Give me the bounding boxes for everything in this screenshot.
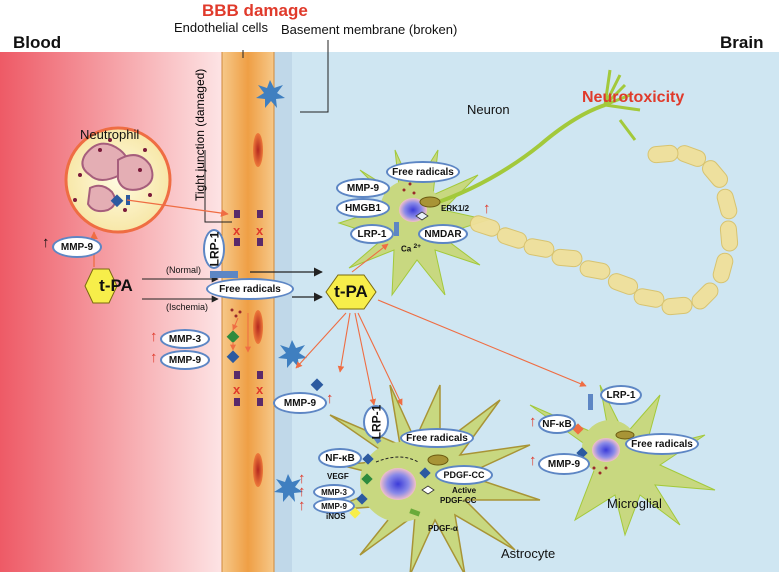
- tpa-hexagon-blood: [84, 268, 118, 304]
- normal-label: (Normal): [166, 265, 201, 275]
- tight-junction-bottom: x x: [233, 371, 264, 406]
- up-arrow-icon: ↑: [150, 349, 158, 366]
- mmp9-astrocyte-oval: MMP-9: [313, 498, 355, 514]
- neutrophil-label: Neutrophil: [80, 127, 140, 142]
- mmp9-blood-oval: MMP-9: [160, 350, 210, 370]
- up-arrow-icon: ↑: [529, 452, 537, 469]
- mmp9-neutrophil-oval: MMP-9: [52, 236, 102, 258]
- endothelial-layer: [222, 52, 274, 572]
- up-arrow-icon: ↑: [326, 390, 334, 407]
- svg-text:x: x: [256, 382, 264, 397]
- free-radicals-astrocyte-oval: Free radicals: [400, 428, 474, 448]
- astrocyte-cell: [329, 384, 541, 572]
- free-radicals-microglia-oval: Free radicals: [625, 433, 699, 455]
- inos-label: iNOS: [326, 512, 346, 521]
- ischemia-label: (Ischemia): [166, 302, 209, 312]
- axon-myelin: [469, 144, 739, 316]
- up-arrow-icon: ↑: [298, 470, 306, 487]
- microglia-cell: [529, 384, 716, 537]
- lrp1-astrocyte-oval: LRP-1: [363, 405, 389, 439]
- endothelial-cells-label: Endothelial cells: [174, 20, 268, 35]
- calcium-text: Ca: [401, 244, 412, 254]
- endothelial-nucleus: [253, 133, 263, 167]
- nfkb-microglia-oval: NF-κB: [538, 414, 576, 434]
- svg-text:x: x: [233, 223, 241, 238]
- calcium-superscript: 2+: [413, 243, 422, 250]
- up-arrow-icon: ↑: [483, 200, 491, 217]
- astrocyte-label: Astrocyte: [501, 546, 556, 561]
- nmdar-neuron-oval: NMDAR: [418, 224, 468, 244]
- endothelial-nucleus: [253, 310, 263, 344]
- membrane-break-star: [278, 340, 307, 368]
- mmp9-neuron-oval: MMP-9: [336, 178, 390, 198]
- active-pdgfcc-label: PDGF-CC: [440, 496, 477, 505]
- neutrophil-cell: [64, 126, 172, 234]
- microglial-label: Microglial: [607, 496, 662, 511]
- up-arrow-icon: ↑: [529, 413, 537, 430]
- lrp1-blood-oval: LRP-1: [203, 229, 225, 269]
- tight-junction-top: x x: [233, 210, 264, 246]
- lrp1-microglia-oval: LRP-1: [600, 385, 642, 405]
- up-arrow-icon: ↑: [298, 483, 306, 500]
- tight-junction-label: Tight junction (damaged): [193, 68, 207, 201]
- membrane-break-star: [274, 474, 303, 502]
- active-label: Active: [452, 486, 477, 495]
- mmp9-brain-oval: MMP-9: [273, 392, 327, 414]
- nfkb-astrocyte-oval: NF-κB: [318, 448, 362, 468]
- free-radicals-neuron-oval: Free radicals: [386, 161, 460, 183]
- hmgb1-neuron-oval: HMGB1: [336, 198, 390, 218]
- basement-membrane-label: Basement membrane (broken): [281, 22, 458, 37]
- tpa-blood-label: t-PA: [99, 276, 133, 295]
- pdgfa-label: PDGF-α: [428, 524, 458, 533]
- brain-heading: Brain: [720, 33, 764, 52]
- up-arrow-icon: ↑: [150, 328, 158, 345]
- neurotoxicity-heading: Neurotoxicity: [582, 89, 685, 106]
- up-arrow-icon: ↑: [298, 497, 306, 514]
- blood-heading: Blood: [13, 33, 62, 52]
- mmp3-blood-oval: MMP-3: [160, 329, 210, 349]
- lrp1-astrocyte-text: LRP-1: [369, 404, 384, 440]
- erk-label: ERK1/2: [441, 204, 470, 213]
- tpa-brain-label: t-PA: [334, 282, 368, 301]
- up-arrow-icon: ↑: [42, 234, 50, 251]
- tpa-hexagon-brain: [325, 274, 377, 310]
- svg-text:x: x: [256, 223, 264, 238]
- free-radicals-blood-oval: Free radicals: [206, 278, 294, 300]
- membrane-break-star: [256, 80, 285, 108]
- bbb-damage-heading: BBB damage: [202, 1, 308, 20]
- mmp9-microglia-oval: MMP-9: [538, 453, 590, 475]
- pdgfcc-astrocyte-oval: PDGF-CC: [435, 465, 493, 485]
- svg-text:x: x: [233, 382, 241, 397]
- lrp1-blood-text: LRP-1: [207, 231, 222, 267]
- lrp1-receptor-blood: [210, 271, 238, 278]
- neuron-label: Neuron: [467, 102, 510, 117]
- endothelial-nucleus: [253, 453, 263, 487]
- vegf-label: VEGF: [327, 472, 349, 481]
- calcium-label: Ca 2+: [401, 243, 421, 254]
- lrp1-neuron-oval: LRP-1: [350, 224, 394, 244]
